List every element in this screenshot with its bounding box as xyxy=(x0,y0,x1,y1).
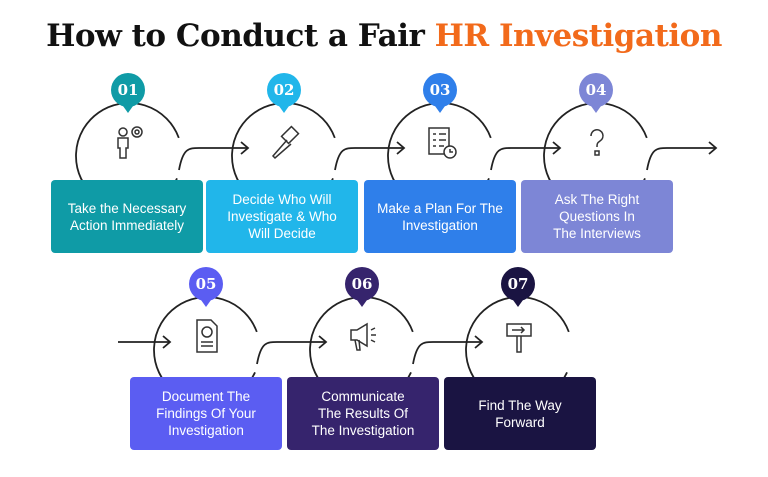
connector-arrow xyxy=(646,147,716,171)
step-number-badge: 03 xyxy=(423,73,457,113)
title-text: How to Conduct a Fair xyxy=(46,18,435,54)
step-box: Decide Who Will Investigate & Who Will D… xyxy=(206,180,358,253)
step-box: Ask The Right Questions In The Interview… xyxy=(521,180,673,253)
arrowhead-icon xyxy=(318,335,328,349)
step-number-badge: 07 xyxy=(501,267,535,307)
person-gear-icon xyxy=(117,126,143,159)
step-box: Document The Findings Of Your Investigat… xyxy=(130,377,282,450)
step-label: Take the Necessary Action Immediately xyxy=(67,200,187,233)
step-label: Document The Findings Of Your Investigat… xyxy=(156,389,256,438)
step-number: 02 xyxy=(273,81,295,99)
page-title: How to Conduct a Fair HR Investigation xyxy=(0,18,768,54)
step-number: 07 xyxy=(507,275,529,293)
step-number-badge: 06 xyxy=(345,267,379,307)
question-mark-icon xyxy=(590,129,604,156)
step-number: 01 xyxy=(117,81,139,99)
arrowhead-icon xyxy=(240,141,250,155)
connector-arrow xyxy=(412,341,482,365)
gavel-icon xyxy=(271,125,300,160)
signpost-icon xyxy=(506,323,532,353)
step-box: Take the Necessary Action Immediately xyxy=(51,180,203,253)
document-chart-icon xyxy=(196,319,218,353)
title-highlight: HR Investigation xyxy=(434,18,723,54)
step-box: Find The Way Forward xyxy=(444,377,596,450)
step-box: Make a Plan For The Investigation xyxy=(364,180,516,253)
step-number: 04 xyxy=(585,81,607,99)
arrowhead-icon xyxy=(708,141,718,155)
connector-arrow xyxy=(334,147,404,171)
arrowhead-icon xyxy=(474,335,484,349)
connector-arrow xyxy=(256,341,326,365)
step-number: 03 xyxy=(429,81,451,99)
step-label: Make a Plan For The Investigation xyxy=(377,200,503,233)
connector-arrow xyxy=(490,147,560,171)
step-label: Decide Who Will Investigate & Who Will D… xyxy=(227,192,337,241)
step-label: Ask The Right Questions In The Interview… xyxy=(553,192,641,241)
step-number-badge: 02 xyxy=(267,73,301,113)
connector-arrow xyxy=(178,147,248,171)
step-number-badge: 01 xyxy=(111,73,145,113)
arrowhead-icon xyxy=(162,335,172,349)
step-number: 05 xyxy=(195,275,217,293)
step-box: Communicate The Results Of The Investiga… xyxy=(287,377,439,450)
arrowhead-icon xyxy=(396,141,406,155)
megaphone-icon xyxy=(350,322,376,351)
step-label: Find The Way Forward xyxy=(478,397,562,430)
arrowhead-icon xyxy=(552,141,562,155)
step-number-badge: 04 xyxy=(579,73,613,113)
step-number: 06 xyxy=(351,275,373,293)
checklist-clock-icon xyxy=(428,127,457,159)
step-label: Communicate The Results Of The Investiga… xyxy=(311,389,415,438)
step-number-badge: 05 xyxy=(189,267,223,307)
